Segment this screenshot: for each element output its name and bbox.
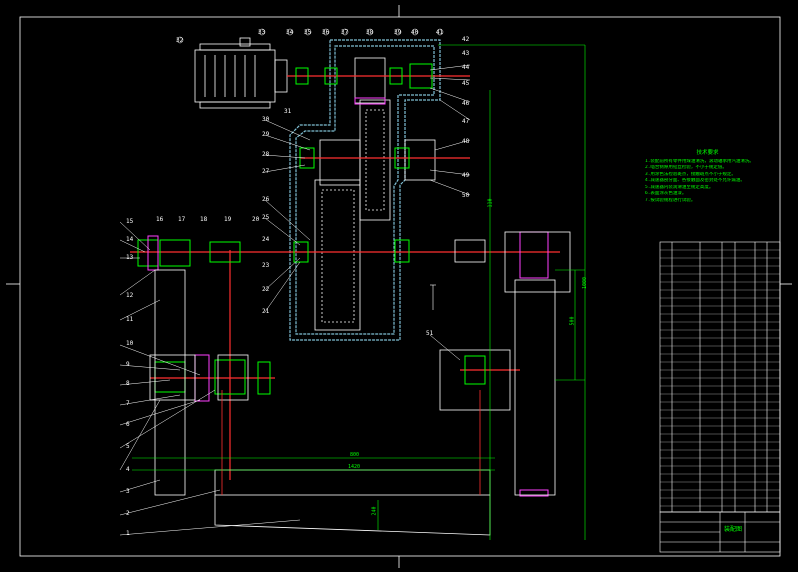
balloon-number: 20: [252, 216, 260, 223]
balloon-number: 13: [126, 254, 134, 261]
balloon-number: 29: [262, 131, 270, 138]
balloon-number: 28: [262, 151, 270, 158]
parts-list-table: [659, 241, 781, 513]
balloon-number: 16: [156, 216, 164, 223]
balloon-number: 7: [126, 400, 130, 407]
tech-note-line: 3.用涂色法检验斑点，接触斑点不小于规定。: [645, 171, 736, 177]
balloon-number: 30: [262, 116, 270, 123]
balloon-number: 10: [126, 340, 134, 347]
balloon-number: 6: [126, 421, 130, 428]
balloon-number: 1: [126, 530, 130, 537]
gearbox-housing: [289, 39, 441, 341]
small-rod: [430, 284, 436, 310]
dimension-value: 1420: [348, 464, 361, 470]
balloon-number: 19: [224, 216, 232, 223]
balloon-number: 47: [462, 118, 470, 125]
title-block-label: 装配图: [724, 526, 743, 533]
balloon-number: 27: [262, 168, 270, 175]
balloon-number: 38: [366, 29, 374, 36]
dimension-value: 1000: [582, 276, 589, 290]
balloon-number: 49: [462, 172, 470, 179]
balloon-number: 51: [426, 330, 434, 337]
balloon-number: 25: [262, 214, 270, 221]
balloon-number: 9: [126, 361, 130, 368]
dimension-value: 240: [371, 506, 378, 516]
pulley-assembly: [149, 269, 249, 496]
balloon-number: 23: [262, 262, 270, 269]
tech-note-line: 4.减速器剖分面、各接触面及密封处不允许漏油。: [645, 178, 745, 183]
balloon-number: 18: [200, 216, 208, 223]
balloon-number: 33: [258, 29, 266, 36]
balloon-number: 3: [126, 488, 130, 495]
shafts: [130, 75, 560, 480]
balloon-number: 43: [462, 50, 470, 57]
title-block: [659, 511, 781, 553]
balloon-number: 48: [462, 138, 470, 145]
machine-base: [214, 469, 491, 536]
balloon-number: 41: [436, 29, 444, 36]
balloon-number: 32: [176, 37, 184, 44]
balloon-number: 37: [341, 29, 349, 36]
balloon-number: 2: [126, 510, 130, 517]
tech-notes-title: 技术要求: [696, 150, 719, 156]
crank-assembly: [439, 231, 571, 496]
balloon-number: 31: [284, 108, 292, 115]
tech-note-line: 7.按试验规程进行试验。: [645, 197, 696, 203]
tech-note-line: 1.装配前所有零件用煤油清洗，滚动轴承用汽油清洗。: [645, 158, 754, 164]
balloon-number: 46: [462, 100, 470, 107]
balloon-number: 39: [394, 29, 402, 36]
balloon-number: 50: [462, 192, 470, 199]
balloon-number: 35: [304, 29, 312, 36]
balloon-number: 21: [262, 308, 270, 315]
dimension-value: 500: [569, 316, 576, 326]
balloon-circles: [176, 28, 444, 44]
balloon-number: 26: [262, 196, 270, 203]
tech-note-line: 5.减速器内装润滑油至规定高度。: [645, 184, 714, 190]
balloon-number: 5: [126, 443, 130, 450]
tech-note-line: 6.表面涂灰色油漆。: [645, 191, 687, 196]
balloon-number: 24: [262, 236, 270, 243]
tech-note-line: 2.啮合侧隙用铅丝检验，不小于规定值。: [645, 165, 727, 170]
balloon-number: 4: [126, 466, 130, 473]
balloon-number: 15: [126, 218, 134, 225]
balloon-number: 12: [126, 292, 134, 299]
motor: [194, 37, 288, 109]
dimension-lines: [132, 44, 586, 540]
dimension-value: 110: [487, 198, 494, 208]
balloon-number: 44: [462, 64, 470, 71]
balloon-leaders: [119, 64, 471, 536]
bearings: [137, 63, 486, 395]
balloon-number: 34: [286, 29, 294, 36]
balloon-number: 22: [262, 286, 270, 293]
balloon-number: 36: [322, 29, 330, 36]
balloon-number: 45: [462, 80, 470, 87]
tech-notes: 技术要求 1.装配前所有零件用煤油清洗，滚动轴承用汽油清洗。 2.啮合侧隙用铅丝…: [645, 150, 770, 204]
balloon-number: 17: [178, 216, 186, 223]
balloon-number: 42: [462, 36, 470, 43]
balloon-number: 11: [126, 316, 134, 323]
machine-posts: [221, 390, 481, 495]
dimension-value: 800: [350, 452, 360, 458]
balloon-number: 8: [126, 380, 130, 387]
balloon-number: 40: [411, 29, 419, 36]
gears: [314, 57, 436, 331]
balloon-number: 14: [126, 236, 134, 243]
sheet-frame: [6, 5, 792, 568]
